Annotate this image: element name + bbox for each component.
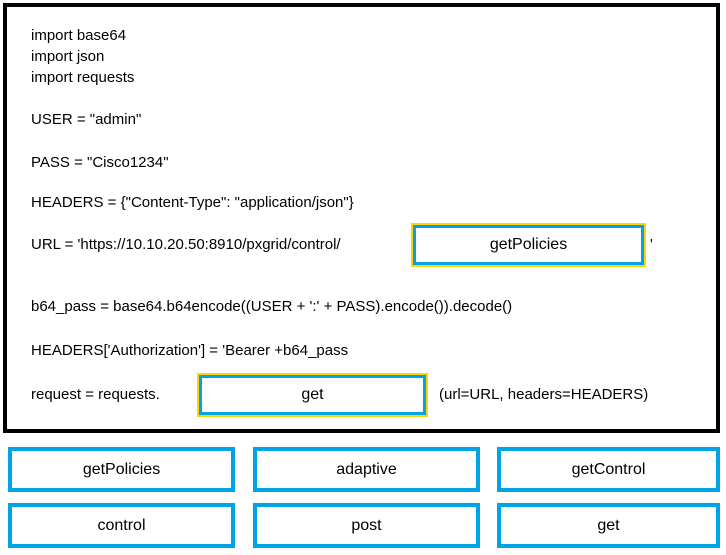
code-line-headers: HEADERS = {"Content-Type": "application/… <box>31 194 354 211</box>
url-line-prefix: URL = 'https://10.10.20.50:8910/pxgrid/c… <box>31 236 341 253</box>
option-getcontrol[interactable]: getControl <box>497 447 720 492</box>
code-line-pass: PASS = "Cisco1234" <box>31 154 169 171</box>
code-line-import-requests: import requests <box>31 69 135 86</box>
option-getpolicies-label: getPolicies <box>82 460 161 478</box>
url-endpoint-dropzone-value: getPolicies <box>489 236 568 253</box>
code-line-authorization: HEADERS['Authorization'] = 'Bearer +b64_… <box>31 342 349 359</box>
option-post[interactable]: post <box>253 503 480 548</box>
code-line-b64-pass: b64_pass = base64.b64encode((USER + ':' … <box>31 298 513 315</box>
option-get[interactable]: get <box>497 503 720 548</box>
url-line-suffix: ' <box>650 236 653 253</box>
option-adaptive[interactable]: adaptive <box>253 447 480 492</box>
code-line-import-base64: import base64 <box>31 27 127 44</box>
code-line-request: request = requests. get (url=URL, header… <box>7 373 726 417</box>
request-method-dropzone[interactable]: get <box>197 373 428 417</box>
option-control-label: control <box>97 516 146 534</box>
request-line-prefix: request = requests. <box>31 386 160 403</box>
code-line-url: URL = 'https://10.10.20.50:8910/pxgrid/c… <box>7 223 726 267</box>
option-getcontrol-label: getControl <box>571 460 646 478</box>
code-line-import-json: import json <box>31 48 105 65</box>
code-panel: import base64 import json import request… <box>3 3 720 433</box>
request-line-suffix: (url=URL, headers=HEADERS) <box>439 386 649 403</box>
option-getpolicies[interactable]: getPolicies <box>8 447 235 492</box>
option-control[interactable]: control <box>8 503 235 548</box>
option-adaptive-label: adaptive <box>336 460 397 478</box>
url-endpoint-dropzone[interactable]: getPolicies <box>411 223 646 267</box>
option-post-label: post <box>351 516 382 534</box>
code-line-user: USER = "admin" <box>31 111 142 128</box>
request-method-dropzone-value: get <box>301 386 324 403</box>
option-get-label: get <box>597 516 620 534</box>
